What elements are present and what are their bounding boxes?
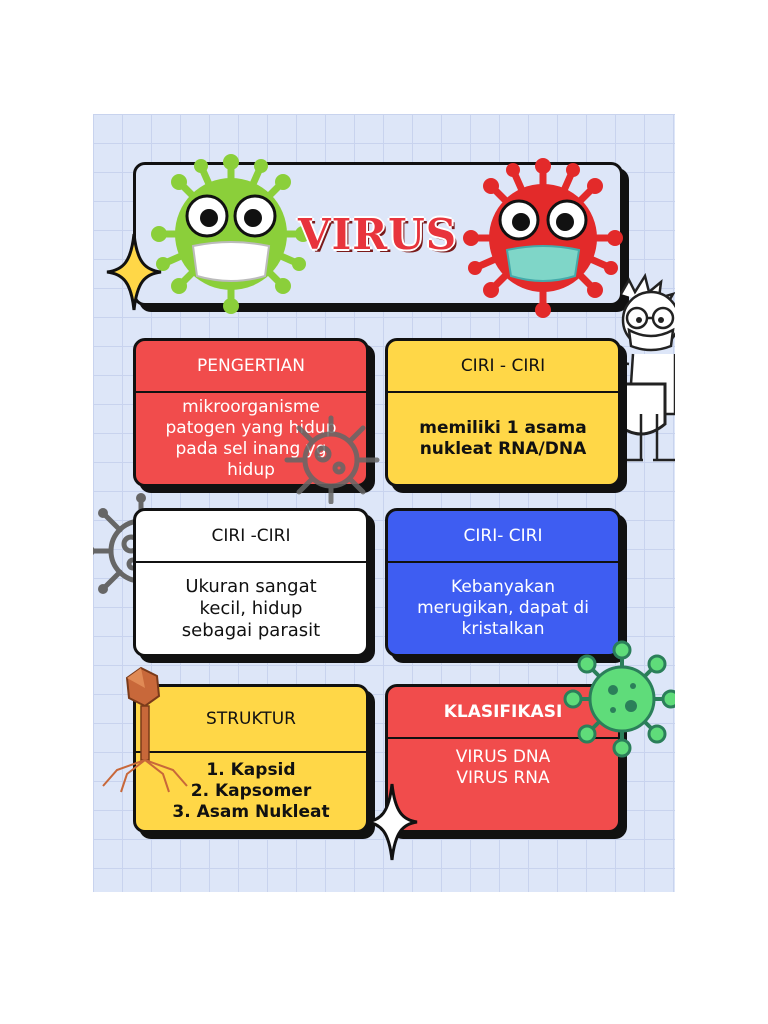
card-body: VIRUS DNA VIRUS RNA <box>455 747 551 788</box>
green-virus-mascot-icon <box>151 154 311 314</box>
card-body: memiliki 1 asama nukleat RNA/DNA <box>419 417 587 459</box>
card-ciri-1: CIRI - CIRI memiliki 1 asama nukleat RNA… <box>385 338 621 487</box>
green-virus-icon <box>563 640 675 758</box>
card-klasifikasi: KLASIFIKASI VIRUS DNA VIRUS RNA <box>385 684 621 833</box>
card-ciri-2: CIRI -CIRI Ukuran sangat kecil, hidup se… <box>133 508 369 657</box>
card-body: Kebanyakan merugikan, dapat di kristalka… <box>417 577 589 639</box>
card-header: CIRI - CIRI <box>388 341 618 393</box>
infographic-poster: VIRUS <box>93 114 675 892</box>
card-header: PENGERTIAN <box>136 341 366 393</box>
sparkle-icon <box>106 233 162 311</box>
card-header: STRUKTUR <box>136 687 366 753</box>
bacteriophage-icon <box>102 666 188 793</box>
card-ciri-3: CIRI- CIRI Kebanyakan merugikan, dapat d… <box>385 508 621 657</box>
card-struktur: STRUKTUR 1. Kapsid 2. Kapsomer 3. Asam N… <box>133 684 369 833</box>
card-header: CIRI- CIRI <box>388 511 618 563</box>
card-body: Ukuran sangat kecil, hidup sebagai paras… <box>181 575 321 641</box>
gray-virus-outline-icon <box>284 415 380 504</box>
red-virus-mascot-icon <box>463 158 623 318</box>
card-header: CIRI -CIRI <box>136 511 366 563</box>
sparkle-icon <box>366 783 418 861</box>
page-title: VIRUS <box>298 210 458 259</box>
card-body: 1. Kapsid 2. Kapsomer 3. Asam Nukleat <box>172 760 330 822</box>
card-header: KLASIFIKASI <box>388 687 618 739</box>
